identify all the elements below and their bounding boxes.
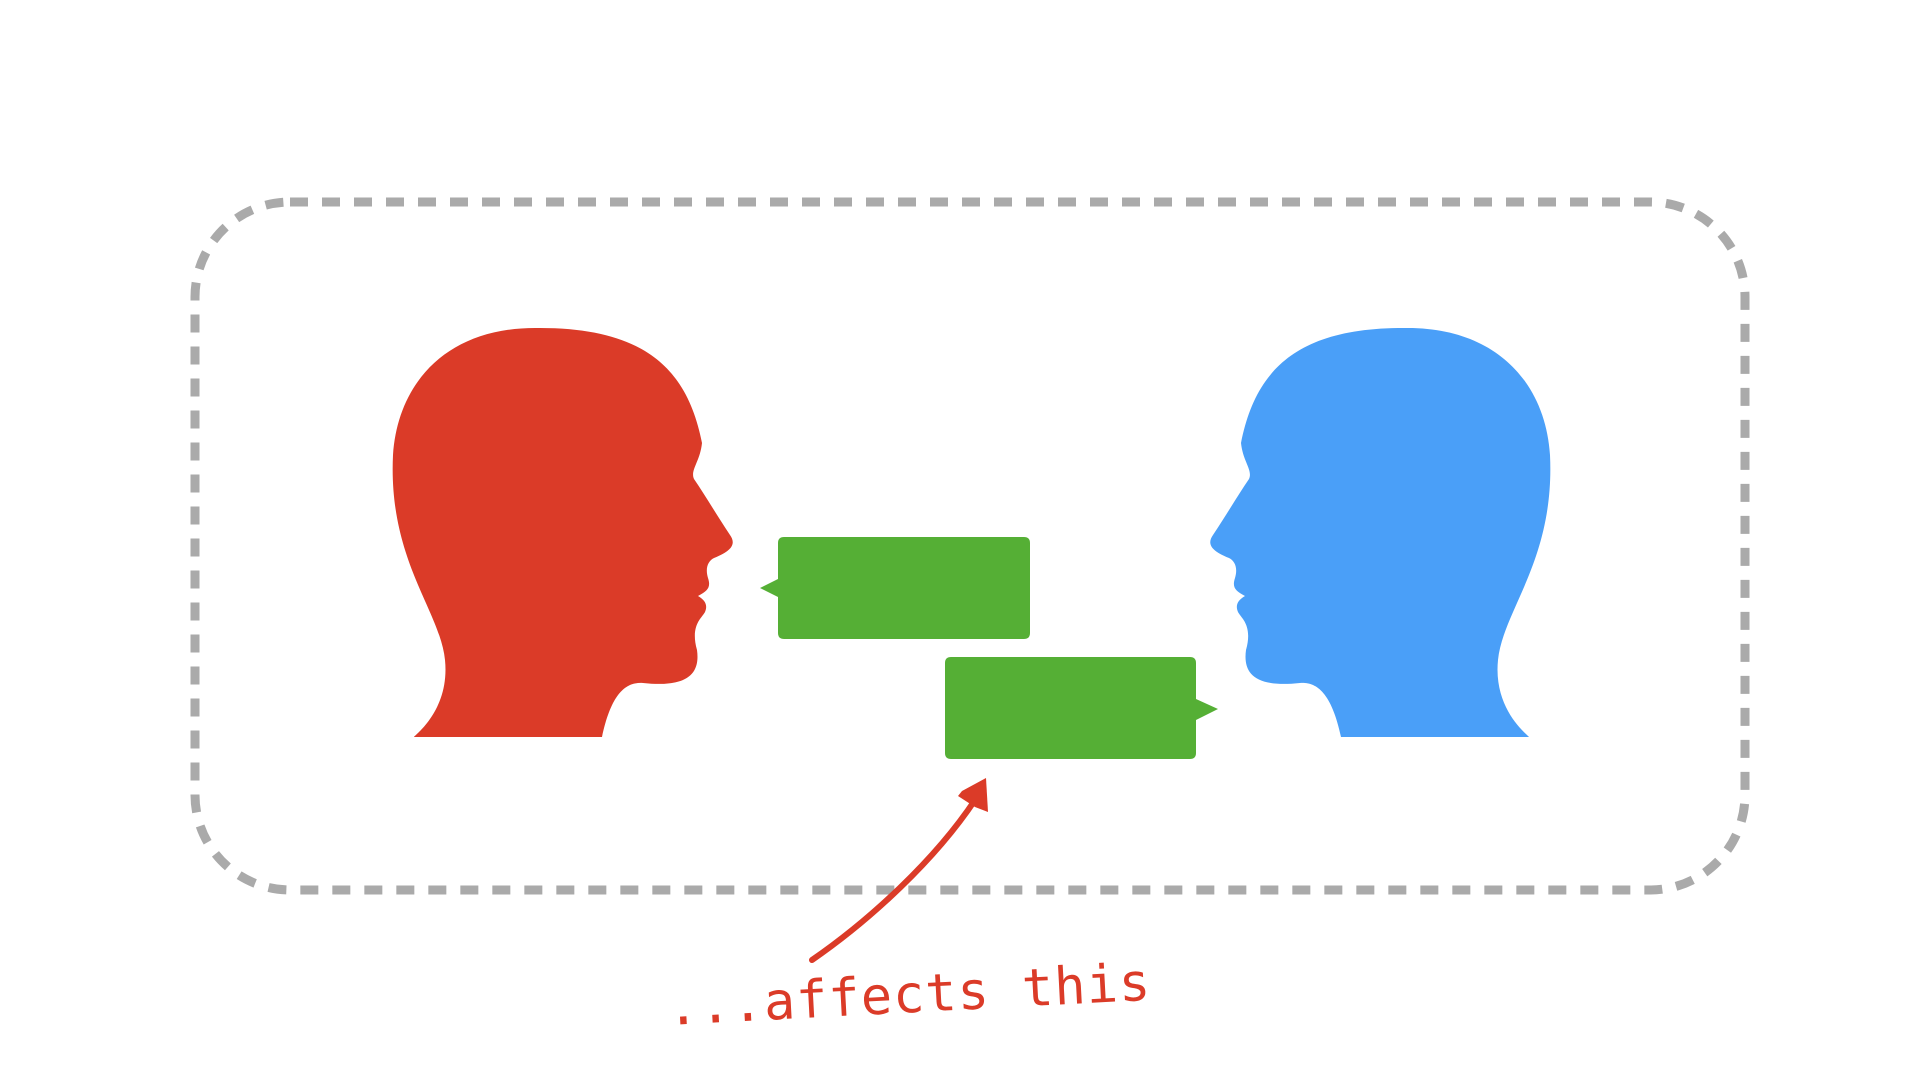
annotation-text: ...affects this: [666, 953, 1153, 1038]
right-head-icon: [1210, 327, 1551, 737]
right-speech-bubble: [945, 657, 1218, 759]
curved-arrow-shaft: [809, 797, 978, 963]
left-speech-bubble: [760, 537, 1030, 639]
conversation-boundary: [190, 197, 1750, 895]
curved-arrow-icon: [958, 778, 988, 812]
left-head-icon: [392, 327, 733, 737]
